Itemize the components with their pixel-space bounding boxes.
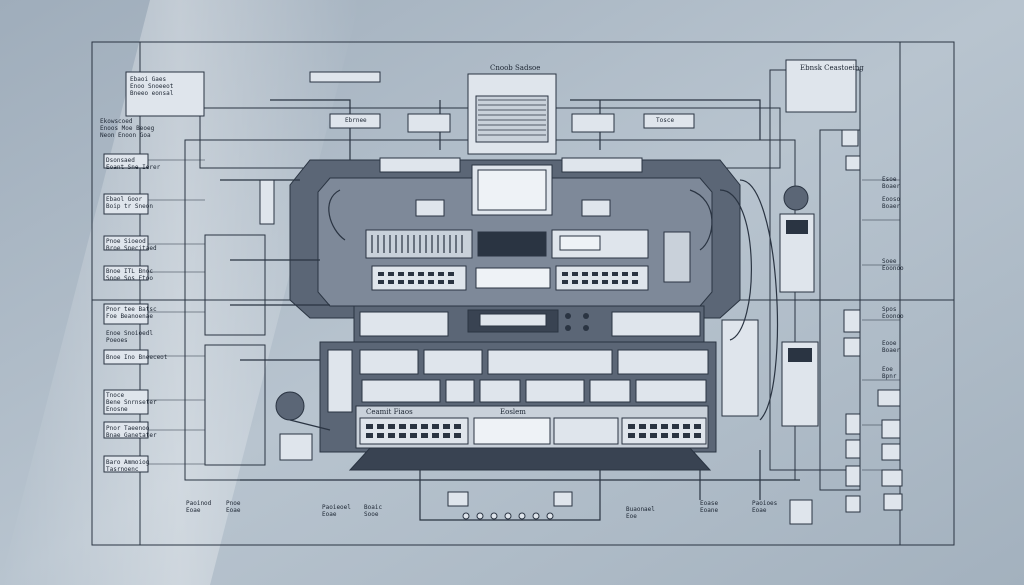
bottom-label: Boaic Sooe [364,504,383,518]
right-note: Spos Eoonoo [882,306,904,320]
patch-panel-label-2: Eoslem [500,408,526,416]
bottom-label: Eoase Eoane [700,500,719,514]
left-box-label: Dsonsaed Eoant Sne Ierer [106,157,161,171]
left-box-label: Enoe Snoioedl Poeoes [106,330,153,344]
bottom-label: Buaonael Eoe [626,506,655,520]
corner-title: Ebnsk Ceastoeing [800,64,864,72]
side-note-left: Ekowscoed Enoos Moe Beoeg Neon Enoon Goa [100,118,155,139]
top-vent-unit [467,73,557,155]
left-box-label: Bnoe ITL Bnoc Snoe Sos Etoo [106,268,153,282]
left-box-label: Pnoe Sioeod Broe Snecitaed [106,238,157,252]
left-devices [259,179,313,461]
top-center-label: Ebrnee [345,117,367,124]
right-note: Eoe Bpnr [882,366,897,380]
right-devices [663,129,861,525]
right-note: Soee Eoonoo [882,258,904,272]
bottom-label: Pnoe Eoae [226,500,241,514]
bottom-label: Paoioes Eoae [752,500,778,514]
central-rack [289,157,741,319]
left-box-label: Pnor Taeenoo Bnae Ganetater [106,425,157,439]
right-note: Eooe Boaer [882,340,901,354]
top-label-boxes [309,71,695,133]
left-box-label: Pnor tee Batsc Foe Beanoenae [106,306,157,320]
bottom-label: Paoieoel Eoae [322,504,351,518]
bottom-label: Paoinod Eoae [186,500,212,514]
top-title: Cnoob Sadsoe [490,64,541,72]
top-center-label-2: Tosce [656,117,675,124]
top-left-box-text: Ebaoi Gaes Enoo Snoeeot Bneeo eonsal [130,76,174,97]
right-label-boxes [785,59,903,511]
light-beam [0,0,360,585]
left-label-boxes [103,71,205,473]
lower-rack [319,341,717,471]
wiring [220,99,840,521]
outer-frame [91,41,955,546]
middle-band [353,305,705,345]
patch-panel-label: Ceamit Fiaos [366,408,413,416]
left-box-label: Ebaol Goor Boip tr Sneon [106,196,153,210]
left-box-label: Tnoce Bene Snrnseter Enosne [106,392,157,413]
left-box-label: Bnoe Ino Bneeceot [106,354,168,361]
right-note: Eooso Boaer [882,196,901,210]
left-box-label: Baro Ammoiog Tasrnoenc [106,459,150,473]
right-note: Esoe Boaer [882,176,901,190]
thin-wiring [145,159,900,471]
connector-strip [447,491,573,520]
